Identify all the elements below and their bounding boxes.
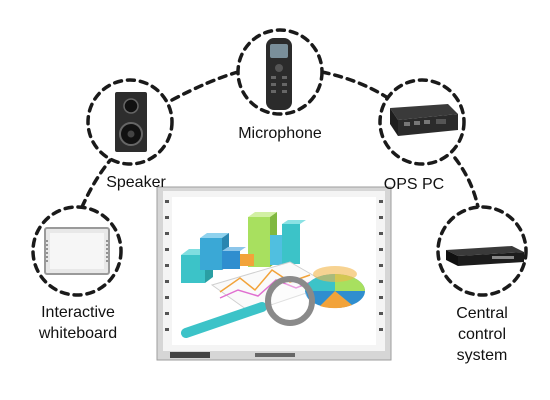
ops-pc-icon [390,104,458,136]
microphone-label: Microphone [238,125,322,142]
speaker-label: Speaker [106,174,166,191]
interactive-whiteboard-label-line2: whiteboard [38,325,118,342]
interactive-display-board-icon [156,186,392,361]
interactive-whiteboard-label-line1: Interactive [41,304,115,321]
connector-microphone-opspc [320,70,390,100]
microphone-icon [266,38,292,110]
ops-pc-label: OPS PC [383,176,445,193]
interactive-whiteboard-label: Interactive whiteboard [20,302,136,344]
central-control-system-label-line2: control [457,326,507,343]
connector-speaker-microphone [170,70,240,102]
connection-lines [80,70,480,209]
control-box-icon [446,246,524,266]
central-control-system-label-line1: Central [456,305,508,322]
whiteboard-icon [44,227,110,275]
speaker-icon [115,92,147,152]
connector-opspc-central [453,156,480,209]
connector-whiteboard-speaker [80,156,114,209]
central-control-system-label: Central control system [440,303,524,366]
central-control-system-label-line3: system [456,347,508,364]
